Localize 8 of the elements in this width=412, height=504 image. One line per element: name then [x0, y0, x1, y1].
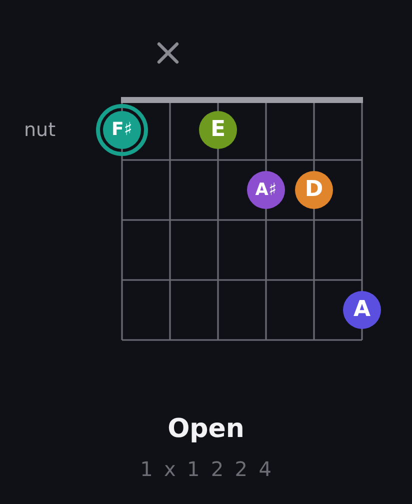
note-marker: A	[343, 291, 381, 329]
nut-label: nut	[24, 121, 56, 140]
finger-numbers: 1 x 1 2 2 4	[140, 459, 274, 479]
note-marker: D	[295, 171, 333, 209]
note-marker: A♯	[247, 171, 285, 209]
note-marker: E	[199, 111, 237, 149]
chord-name: Open	[168, 416, 244, 442]
root-note-marker: F♯	[96, 104, 148, 156]
